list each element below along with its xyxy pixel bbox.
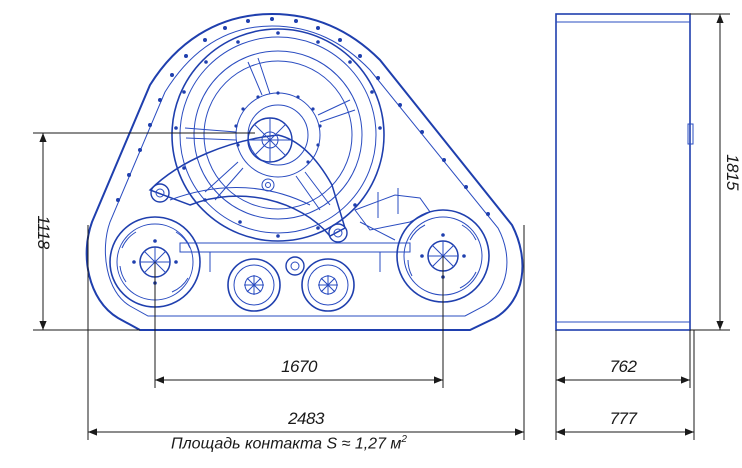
sprocket-hub xyxy=(247,117,293,163)
dim-width-outer: 777 xyxy=(610,409,638,428)
side-view xyxy=(85,12,524,331)
dim-length: 2483 xyxy=(287,409,325,428)
dim-height-side: 1118 xyxy=(34,215,53,249)
swing-arm xyxy=(148,134,346,237)
bogie-wheel-2 xyxy=(301,258,355,312)
contact-area-caption: Площадь контакта S ≈ 1,27 м2 xyxy=(0,434,578,453)
track-belt-inner xyxy=(104,25,508,317)
tensioner xyxy=(354,188,431,241)
track-belt-outer xyxy=(85,12,524,331)
dim-height-front: 1815 xyxy=(723,154,742,191)
drive-sprocket xyxy=(171,28,385,242)
dim-width-inner: 762 xyxy=(610,357,638,376)
caption-text: Площадь контакта S ≈ 1,27 м xyxy=(171,435,402,453)
dimension-lines xyxy=(33,13,730,440)
dim-wheelbase: 1670 xyxy=(281,357,318,376)
bogie-frame xyxy=(179,242,411,272)
bogie-wheel-1 xyxy=(227,258,281,312)
caption-superscript: 2 xyxy=(401,434,407,445)
front-view xyxy=(555,13,694,331)
track-studs xyxy=(116,17,490,216)
